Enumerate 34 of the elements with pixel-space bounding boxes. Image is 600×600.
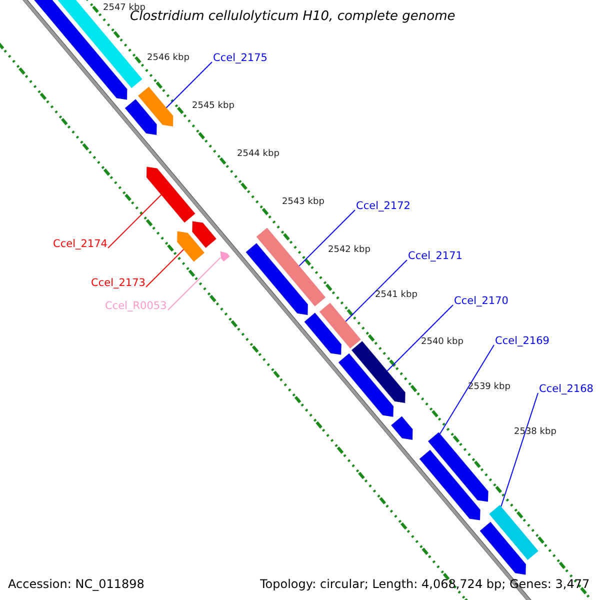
- gene-feature: [256, 228, 326, 306]
- gene-label: Ccel_2171: [408, 251, 462, 262]
- gene-feature: [146, 166, 196, 223]
- leader-line: [168, 257, 221, 310]
- leader-line: [108, 194, 162, 248]
- tick-label: 2539 kbp: [468, 383, 510, 392]
- leader-line: [386, 304, 454, 372]
- leader-line: [440, 344, 494, 434]
- tick-label: 2547 kbp: [103, 4, 146, 13]
- leader-line: [500, 392, 538, 508]
- gene-label: Ccel_2173: [91, 278, 146, 288]
- leader-line: [345, 260, 408, 322]
- gene-label: Ccel_2175: [213, 53, 268, 64]
- gene-label: Ccel_2170: [454, 296, 508, 306]
- tick-label: 2542 kbp: [328, 246, 370, 255]
- gene-feature: [177, 231, 204, 262]
- tick-label: 2544 kbp: [237, 150, 280, 159]
- leader-line: [146, 249, 184, 288]
- leader-line: [298, 210, 356, 266]
- gene-label: Ccel_2174: [53, 239, 108, 250]
- gene-feature: [220, 251, 230, 262]
- gene-label: Ccel_2169: [495, 336, 550, 346]
- gene-label: Ccel_2168: [539, 384, 594, 394]
- gene-feature: [428, 432, 488, 502]
- tick-label: 2545 kbp: [192, 102, 234, 111]
- leader-line: [166, 62, 212, 108]
- gene-label: Ccel_R0053: [105, 301, 167, 312]
- footer-text: Accession: NC_011898: [8, 578, 144, 590]
- gene-label: Ccel_2172: [356, 201, 410, 212]
- gene-feature: [319, 302, 361, 348]
- title: Clostridium cellulolyticum H10, complete genome: [130, 10, 456, 23]
- gene-feature: [138, 86, 174, 126]
- gene-feature: [489, 505, 538, 560]
- gene-feature: [352, 341, 406, 403]
